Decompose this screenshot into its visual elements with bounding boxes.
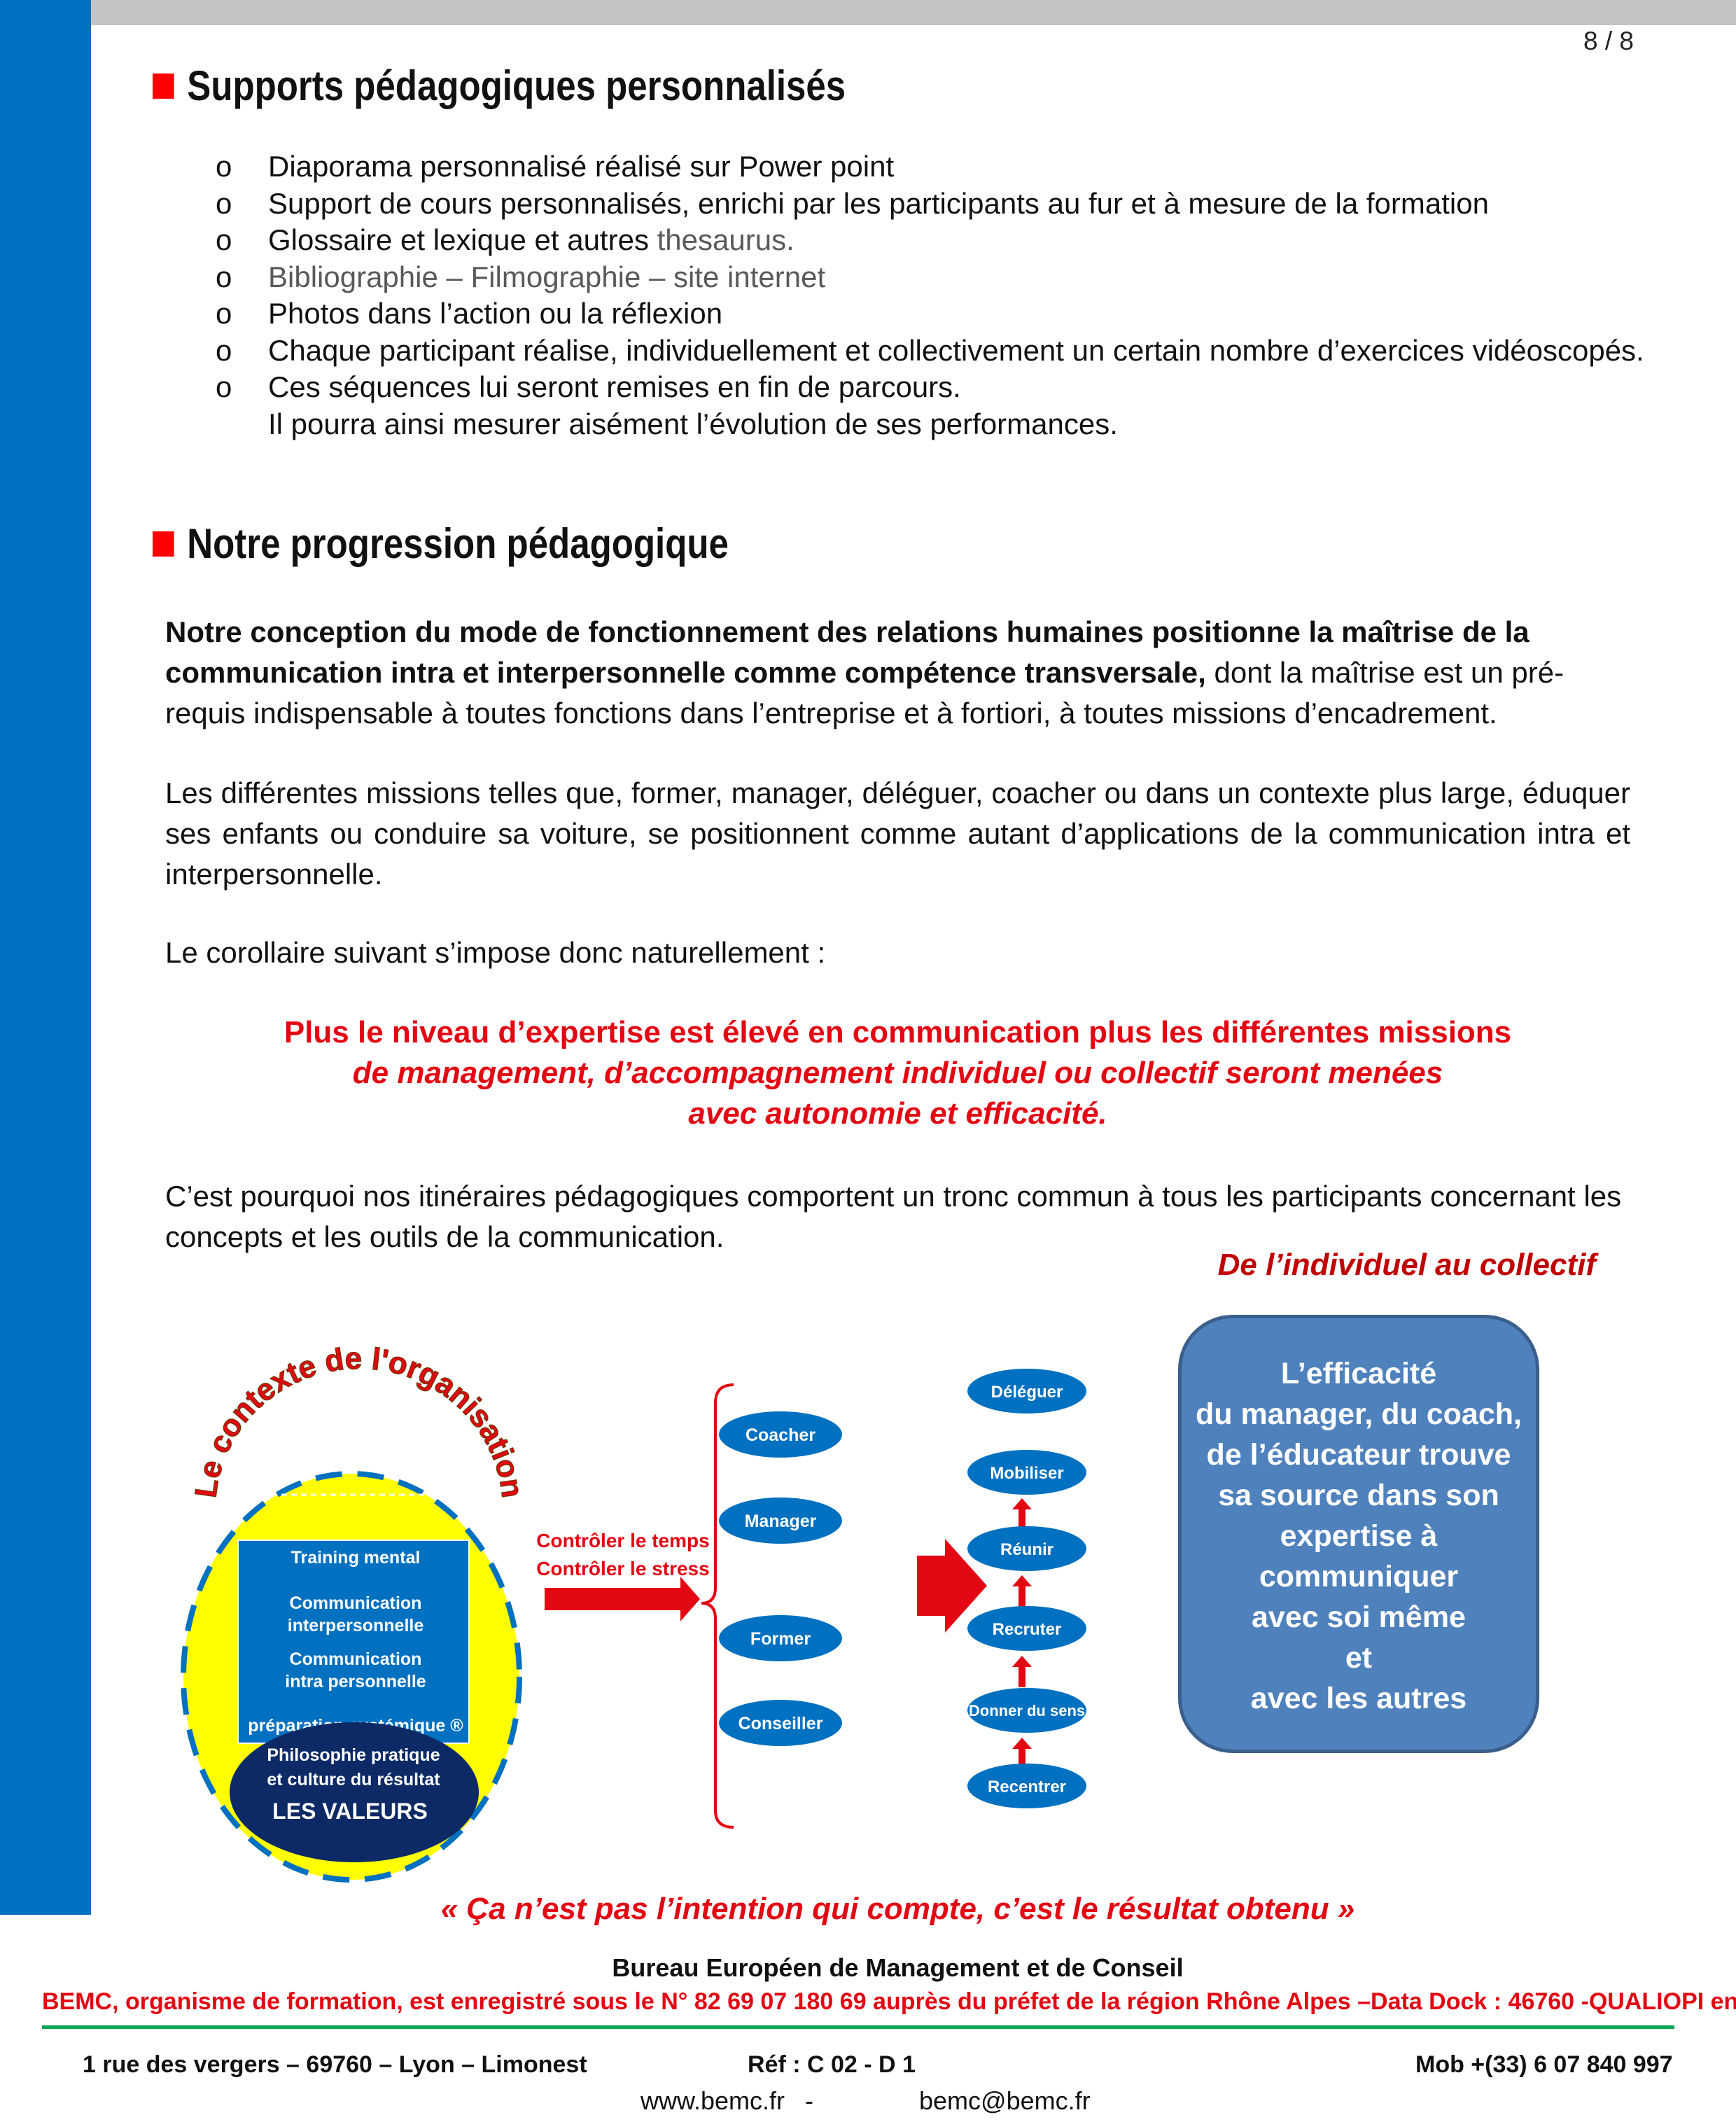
footer-org-name: Bureau Européen de Management et de Cons…: [612, 1953, 1184, 1982]
page-number: 8 / 8: [1583, 27, 1634, 55]
paragraph-corollaire: Le corollaire suivant s’impose donc natu…: [165, 936, 826, 969]
arrow-label-line: Contrôler le stress: [536, 1558, 709, 1579]
footer-registration: BEMC, organisme de formation, est enregi…: [42, 1988, 1736, 2015]
bullet-circle-icon: o: [216, 150, 232, 183]
footer-address: 1 rue des vergers – 69760 – Lyon – Limon…: [83, 2051, 587, 2078]
role-pill-manager: [719, 1498, 842, 1544]
paragraph-conception: Notre conception du mode de fonctionneme…: [165, 615, 1564, 730]
red-block-arrow: [917, 1539, 987, 1633]
footer-email-link[interactable]: bemc@bemc.fr: [919, 2086, 1091, 2115]
step-arrow-up: [1012, 1656, 1032, 1687]
inner-box-line: Communication: [290, 1649, 422, 1669]
step-pill-recentrer: [967, 1764, 1086, 1808]
paragraph-tronc-commun: C’est pourquoi nos itinéraires pédagogiq…: [165, 1180, 1622, 1253]
inner-box-line: intra personnelle: [285, 1672, 426, 1691]
bullet-circle-icon: o: [216, 223, 232, 256]
left-sidebar-band: [0, 0, 91, 1915]
bullet-circle-icon: o: [216, 186, 232, 220]
role-pill-former: [719, 1615, 842, 1661]
step-label: Mobiliser: [990, 1464, 1063, 1483]
step-pill-deleguer: [967, 1369, 1086, 1413]
top-bar: [0, 0, 1736, 25]
role-pill-coacher: [719, 1411, 842, 1458]
inner-box-line: interpersonnelle: [288, 1616, 424, 1635]
footer-website-link[interactable]: www.bemc.fr: [640, 2086, 785, 2115]
role-label: Former: [750, 1629, 811, 1649]
red-statement: Plus le niveau d’expertise est élevé en …: [284, 1015, 1512, 1131]
values-line: Philosophie pratique: [267, 1745, 440, 1765]
inner-box-line: Training mental: [291, 1548, 421, 1568]
step-pill-recruter: [967, 1606, 1086, 1651]
step-label: Réunir: [1000, 1540, 1054, 1559]
red-square-icon: [153, 74, 174, 99]
values-title: LES VALEURS: [272, 1799, 428, 1824]
step-pill-reunir: [967, 1526, 1086, 1571]
step-label: Déléguer: [991, 1383, 1063, 1402]
step-label: Recentrer: [988, 1778, 1066, 1796]
step-label: Donner du sens: [969, 1702, 1085, 1719]
footer-reference: Réf : C 02 - D 1: [748, 2051, 916, 2078]
role-label: Coacher: [746, 1425, 816, 1445]
values-base: [230, 1722, 479, 1862]
step-arrow-up: [1012, 1498, 1032, 1528]
red-arrow-right: [545, 1577, 700, 1621]
diagram-subtitle: De l’individuel au collectif: [1217, 1248, 1596, 1282]
bullet-circle-icon: o: [216, 370, 232, 403]
footer-separator: -: [805, 2086, 813, 2115]
step-pill-donner-du-sens: [967, 1688, 1086, 1733]
roles-bracket: [701, 1383, 734, 1829]
step-label: Recruter: [993, 1620, 1062, 1639]
values-line: et culture du résultat: [267, 1770, 440, 1789]
paragraph-missions: Les différentes missions telles que, for…: [165, 776, 1630, 891]
role-label: Conseiller: [738, 1714, 823, 1733]
section-supports-title: Supports pédagogiques personnalisés: [153, 62, 846, 110]
closing-quote: « Ça n’est pas l’intention qui compte, c…: [440, 1892, 1355, 1926]
competences-box: [237, 1540, 470, 1744]
inner-box-line: Communication: [290, 1593, 422, 1613]
list-item-continuation: Il pourra ainsi mesurer aisément l’évolu…: [268, 407, 1118, 440]
arrow-label-line: Contrôler le temps: [536, 1530, 709, 1551]
footer-mobile: Mob +(33) 6 07 840 997: [1415, 2051, 1673, 2078]
footer-divider: [42, 2025, 1674, 2029]
role-pill-conseiller: [719, 1700, 842, 1746]
red-square-icon: [153, 531, 174, 557]
bullet-circle-icon: o: [216, 297, 232, 330]
step-arrow-up: [1012, 1575, 1032, 1609]
section-progression-title: Notre progression pédagogique: [153, 519, 729, 568]
step-pill-mobiliser: [967, 1450, 1086, 1495]
efficacite-box: L’efficacité du manager, du coach, de l’…: [1178, 1315, 1539, 1753]
bullet-circle-icon: o: [216, 333, 232, 367]
bullet-circle-icon: o: [216, 260, 232, 293]
step-arrow-up: [1012, 1738, 1032, 1767]
role-label: Manager: [745, 1512, 817, 1531]
